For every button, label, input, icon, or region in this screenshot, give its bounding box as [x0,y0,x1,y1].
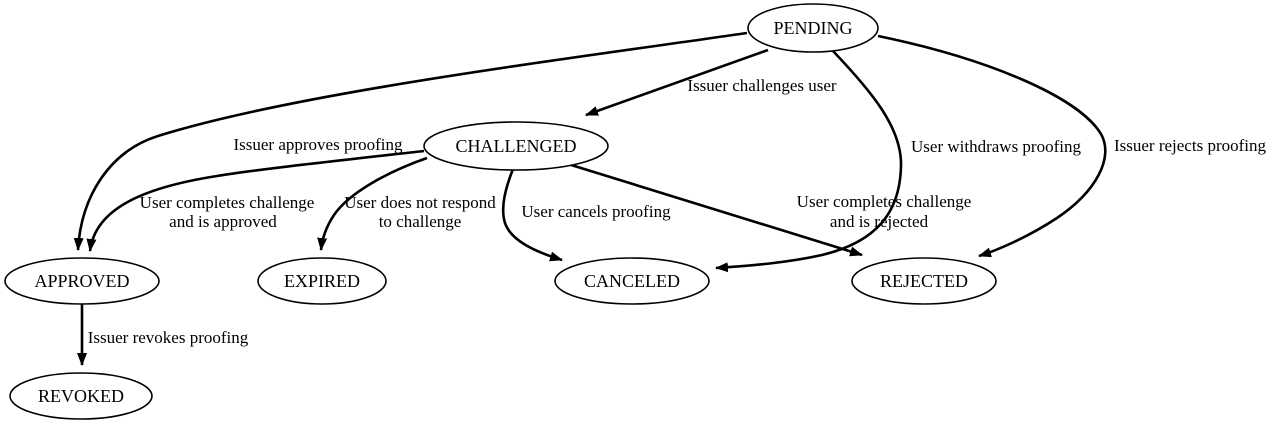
state-node-pending-shape [747,3,879,53]
edge-challenged-canceled [501,168,563,262]
edge-challenged-rejected [567,162,863,257]
state-node-pending: PENDING [747,3,879,53]
edge-label-issuer-approves-proofing: Issuer approves proofing [233,135,403,154]
edge-label-does-not-respond-line2: to challenge [379,212,462,231]
edge-label-completes-challenge-rejected-line2: and is rejected [830,212,929,231]
edge-label-issuer-rejects-proofing: Issuer rejects proofing [1114,136,1267,155]
edge-label-completes-challenge-rejected-line1: User completes challenge [797,192,972,211]
state-node-canceled-shape [554,257,710,305]
edge-pending-approved [73,31,748,251]
state-node-approved: APPROVED [4,257,160,305]
edge-pending-rejected [877,34,1107,258]
state-node-revoked-shape [9,372,153,420]
node-group: PENDING CHALLENGED APPROVED EXPIRED CANC… [4,3,997,420]
edge-group [73,31,1107,366]
state-node-canceled: CANCELED [554,257,710,305]
edge-challenged-approved [86,149,425,252]
state-node-challenged-label: CHALLENGED [456,136,577,156]
edge-label-completes-challenge-approved-line1: User completes challenge [140,193,315,212]
state-node-approved-label: APPROVED [34,271,129,291]
state-node-canceled-label: CANCELED [584,271,680,291]
edge-label-issuer-revokes-proofing: Issuer revokes proofing [88,328,249,347]
edge-label-group: Issuer challenges user Issuer approves p… [88,76,1267,347]
state-node-challenged-shape [423,121,609,171]
edge-pending-challenged [585,48,769,117]
edge-label-does-not-respond-line1: User does not respond [344,193,496,212]
state-node-expired: EXPIRED [257,257,387,305]
state-node-rejected-shape [851,257,997,305]
state-node-pending-label: PENDING [774,18,853,38]
edge-pending-canceled [715,50,903,273]
state-node-revoked: REVOKED [9,372,153,420]
state-node-rejected-label: REJECTED [880,271,968,291]
edge-label-issuer-challenges-user: Issuer challenges user [687,76,837,95]
state-node-expired-shape [257,257,387,305]
state-node-approved-shape [4,257,160,305]
state-node-expired-label: EXPIRED [284,271,360,291]
edge-label-user-cancels-proofing: User cancels proofing [521,202,671,221]
state-node-revoked-label: REVOKED [38,386,124,406]
edge-label-user-withdraws-proofing: User withdraws proofing [911,137,1081,156]
state-node-rejected: REJECTED [851,257,997,305]
edge-challenged-expired [317,156,428,251]
state-node-challenged: CHALLENGED [423,121,609,171]
edge-label-completes-challenge-approved-line2: and is approved [169,212,277,231]
